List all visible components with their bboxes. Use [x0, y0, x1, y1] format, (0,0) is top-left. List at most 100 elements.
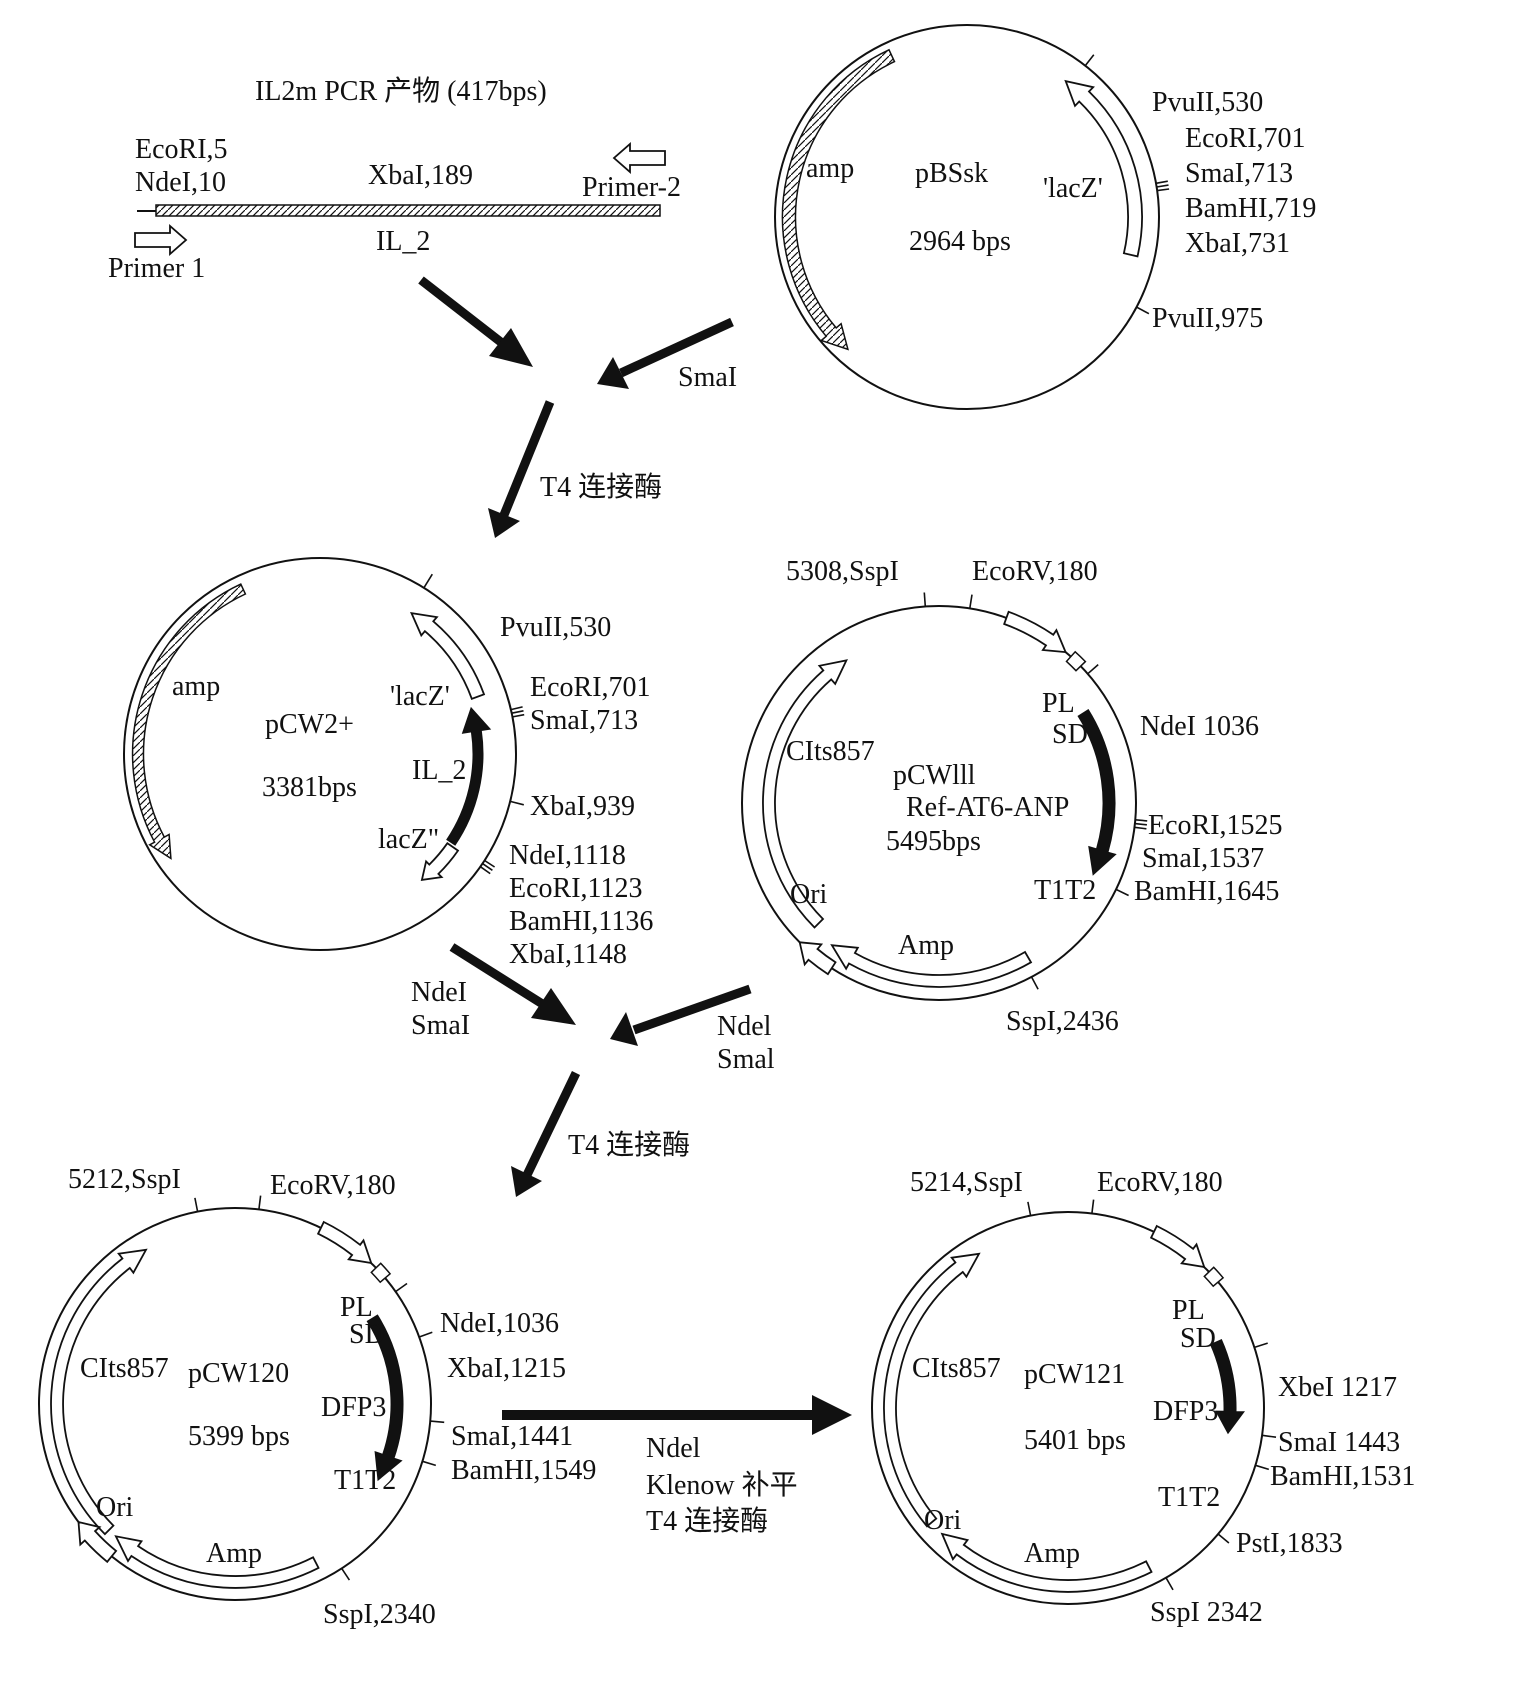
pcw120-site-xbai-1215: XbaI,1215 — [447, 1353, 566, 1384]
pcw2-site-ecori-1123: EcoRI,1123 — [509, 873, 643, 904]
step3-ligase-label: T4 连接酶 — [646, 1505, 768, 1537]
pcw120-sd-label: SD — [349, 1319, 385, 1350]
plasmid-pcw121: 5214,SspI EcoRV,180 PL SD CIts857 pCW121… — [871, 1167, 1415, 1628]
pbssk-site-ticks — [1084, 54, 1170, 315]
pcw121-size: 5401 bps — [1024, 1425, 1126, 1456]
pcr-ecori-site: EcoRI,5 — [135, 134, 228, 165]
pcw2-site-tick-1-0 — [510, 706, 523, 711]
pcw121-pl-label: PL — [1172, 1295, 1205, 1326]
pcw120-site-tick-1-0 — [258, 1195, 262, 1210]
plasmid-pcw120: 5212,SspI EcoRV,180 PL SD NdeI,1036 CIts… — [38, 1164, 596, 1630]
pcw111-site-tick-0-0 — [923, 592, 927, 607]
step3-flow: Ndel Klenow 补平 T4 连接酶 — [502, 1395, 852, 1537]
step1-ligase-label: T4 连接酶 — [540, 471, 662, 503]
pbssk-site-tick-2-0 — [1136, 306, 1150, 315]
pcw2-site-ecori-701: EcoRI,701 — [530, 672, 651, 703]
pcw111-size: 5495bps — [886, 826, 981, 857]
pcw121-site-tick-5-0 — [1217, 1533, 1230, 1544]
pbssk-site-xbai-731: XbaI,731 — [1185, 228, 1290, 259]
pcw121-site-xbei-1217: XbeI 1217 — [1278, 1372, 1397, 1403]
pcw121-backbone — [871, 1211, 1265, 1605]
pcw120-site-ndei-1036: NdeI,1036 — [440, 1308, 559, 1339]
pcr-gene-label: IL_2 — [376, 226, 430, 257]
pbssk-size: 2964 bps — [909, 226, 1011, 257]
pbssk-lacz-arrow — [1064, 79, 1143, 258]
primer1-arrow-icon — [134, 224, 188, 256]
pcw120-site-sspi-2340: SspI,2340 — [323, 1599, 436, 1630]
step1-down-arrow-shaft — [499, 400, 555, 517]
pcw2-site-tick-3-0 — [484, 859, 496, 868]
step3-arrow-icon — [812, 1395, 852, 1435]
pcw111-sd-label: SD — [1052, 719, 1088, 750]
primer2-label: Primer-2 — [582, 172, 681, 203]
pcr-product-bar — [155, 204, 661, 217]
pcw121-site-tick-1-0 — [1091, 1199, 1095, 1214]
pcw120-site-bamhi-1549: BamHI,1549 — [451, 1455, 596, 1486]
step2-right-arrow-shaft — [632, 984, 752, 1035]
step2-left-enzyme1: NdeI — [411, 977, 467, 1008]
pcw120-pl-promoter-arrow — [316, 1220, 373, 1265]
pbssk-site-tick-1-1 — [1156, 184, 1169, 188]
pbssk-site-pvuii-530: PvuII,530 — [1152, 87, 1263, 118]
pcr-title: IL2m PCR 产物 (417bps) — [255, 75, 547, 107]
pcw111-site-bamhi-1645: BamHI,1645 — [1134, 876, 1279, 907]
pcw2-lacz2-arrow — [420, 841, 460, 881]
pcw2-site-tick-1-2 — [512, 713, 525, 718]
pcw120-ori-arrow — [77, 1520, 118, 1564]
pcw2-amp-label: amp — [172, 671, 220, 702]
pcw111-ori-label: Ori — [790, 879, 828, 910]
pcw2-il2-gene-arrow — [446, 706, 492, 846]
pcw121-amp-label: Amp — [1024, 1538, 1080, 1569]
pcw111-amp-gene-arrow — [830, 944, 1033, 988]
pcw111-site-tick-4-0 — [1115, 888, 1129, 897]
primer2-arrow-icon — [612, 142, 666, 174]
pcw111-amp-label: Amp — [898, 930, 954, 961]
pbssk-site-bamhi-719: BamHI,719 — [1185, 193, 1316, 224]
pcw2-site-bamhi-1136: BamHI,1136 — [509, 906, 653, 937]
pcw120-site-ecorv-180: EcoRV,180 — [270, 1170, 396, 1201]
pcr-ndei-site: NdeI,10 — [135, 167, 226, 198]
pcw121-cits-label: CIts857 — [912, 1353, 1001, 1384]
plasmid-pcw111: 5308,SspI EcoRV,180 PL SD NdeI 1036 CIts… — [741, 556, 1283, 1037]
pcw120-ori-label: Ori — [96, 1492, 134, 1523]
pcw111-t1t2-label: T1T2 — [1034, 875, 1096, 906]
pcw120-amp-label: Amp — [206, 1538, 262, 1569]
pcw120-size: 5399 bps — [188, 1421, 290, 1452]
step2-right-enzyme1: Ndel — [717, 1011, 772, 1042]
pcw121-name: pCW121 — [1024, 1359, 1125, 1390]
step2-ligase-label: T4 连接酶 — [568, 1129, 690, 1161]
pcw2-site-pvuii-530: PvuII,530 — [500, 612, 611, 643]
pcw111-site-smai-1537: SmaI,1537 — [1142, 843, 1264, 874]
pcw2-site-xbai-939: XbaI,939 — [530, 791, 635, 822]
pcw111-site-ecorv-180: EcoRV,180 — [972, 556, 1098, 587]
pcw120-cits-label: CIts857 — [80, 1353, 169, 1384]
pcw120-amp-gene-arrow — [114, 1535, 320, 1589]
pcw111-site-sspi-2436: SspI,2436 — [1006, 1006, 1119, 1037]
pcw121-site-sspi-5214: 5214,SspI — [910, 1167, 1023, 1198]
pbssk-site-pvuii-975: PvuII,975 — [1152, 303, 1263, 334]
pcw120-backbone — [38, 1207, 432, 1601]
pbssk-name: pBSsk — [915, 158, 988, 189]
step1-right-arrow-shaft — [619, 317, 734, 378]
pcw121-dfp3-gene-arrow — [1209, 1339, 1245, 1435]
pcw2-site-xbai-1148: XbaI,1148 — [509, 939, 627, 970]
pcw121-site-tick-2-0 — [1254, 1342, 1268, 1349]
step1-left-arrow-icon — [489, 328, 533, 367]
step1-down-arrow-icon — [488, 508, 520, 538]
pcw111-pl-label: PL — [1042, 688, 1075, 719]
pbssk-site-tick-1-2 — [1157, 188, 1170, 192]
pcw121-site-psti-1833: PstI,1833 — [1236, 1528, 1343, 1559]
pcw2-amp-gene-arrow — [131, 583, 247, 860]
step3-klenow-label: Klenow 补平 — [646, 1469, 798, 1501]
pcw2-lacz-label: 'lacZ' — [390, 681, 450, 712]
pcw111-site-tick-2-0 — [1087, 663, 1099, 675]
step1-flow: SmaI T4 连接酶 — [418, 276, 737, 538]
pcw121-ori-label: Ori — [924, 1505, 962, 1536]
pbssk-site-tick-1-0 — [1155, 180, 1168, 185]
pcw111-site-tick-3-0 — [1135, 819, 1148, 822]
pcw121-amp-gene-arrow — [940, 1532, 1153, 1593]
step2-left-arrow-shaft — [449, 943, 555, 1014]
pbssk-backbone — [774, 24, 1160, 410]
pcw2-site-tick-3-2 — [479, 866, 491, 875]
